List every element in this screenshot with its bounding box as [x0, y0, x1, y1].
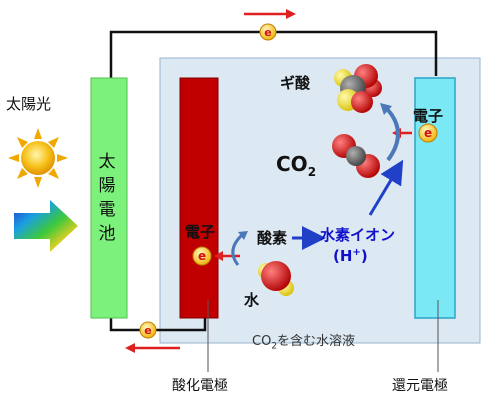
co2-molecule-icon — [332, 134, 380, 178]
svg-text:e: e — [264, 26, 271, 39]
electron-icon-top: e — [259, 23, 277, 41]
electron-label-oxidation: 電子 — [185, 223, 216, 241]
formic-acid-label: ギ酸 — [280, 74, 311, 92]
hydrogen-ion-formula: (H+) — [333, 247, 368, 265]
gradient-arrow-icon — [14, 200, 78, 252]
water-molecule-icon — [258, 261, 294, 296]
oxygen-label: 酸素 — [257, 229, 288, 247]
electron-icon-oxidation: e — [192, 246, 212, 266]
hydrogen-ion-label: 水素イオン — [320, 226, 396, 244]
electron-icon-reduction: e — [418, 123, 438, 143]
solar-cell-label: 太 陽 電 池 — [98, 152, 116, 244]
co2-label: CO2 — [276, 152, 317, 179]
svg-text:e: e — [144, 324, 151, 337]
reduction-electrode — [414, 77, 456, 319]
solution-label: CO2を含む水溶液 — [252, 334, 356, 352]
svg-text:e: e — [424, 126, 432, 140]
bottom-wire — [109, 318, 207, 332]
arrow-hion-to-reduction — [368, 159, 404, 216]
curved-arrow-water-to-oxygen — [231, 233, 244, 266]
svg-text:e: e — [198, 249, 206, 263]
reduction-electrode-label: 還元電極 — [392, 378, 448, 394]
sun-icon — [8, 128, 68, 188]
oxidation-electrode-label: 酸化電極 — [172, 378, 228, 394]
formic-acid-molecule-icon — [334, 64, 382, 113]
sunlight-label: 太陽光 — [6, 95, 52, 113]
electron-icon-bottom: e — [139, 321, 157, 339]
curved-arrow-co2-to-formic — [386, 108, 400, 162]
solar-cell — [90, 77, 128, 319]
electron-label-reduction: 電子 — [413, 107, 444, 125]
water-label: 水 — [244, 291, 260, 309]
oxidation-electrode — [179, 77, 219, 319]
